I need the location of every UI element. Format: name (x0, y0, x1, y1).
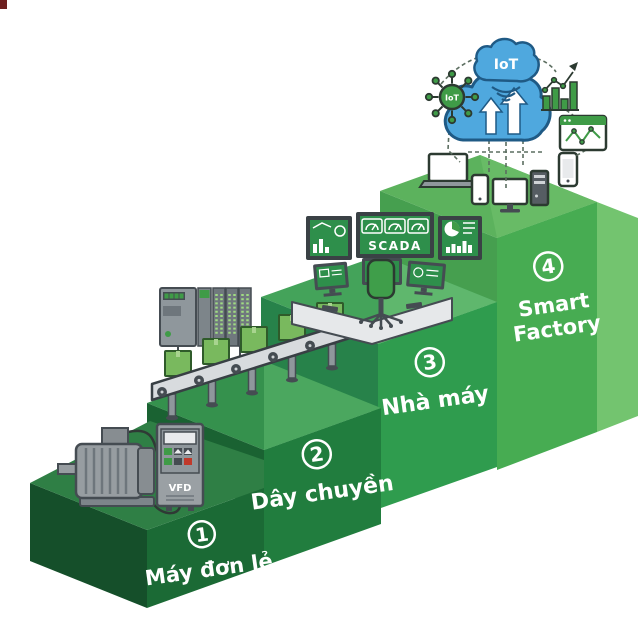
iot-cloud-label: IoT (494, 57, 519, 73)
step-4-number: 4 (540, 253, 557, 279)
step-4-right-face (597, 202, 638, 432)
iot-cloud-icon: IoT (473, 37, 540, 102)
smartphone-icon (470, 173, 490, 206)
step-1-left-face (30, 483, 147, 608)
step-2-front-face (264, 408, 381, 566)
laptop-icon (418, 152, 478, 188)
upload-arrow (478, 96, 504, 135)
vfd-vents (166, 495, 194, 501)
hub-spokes (432, 77, 472, 117)
step-3-number-circle (414, 346, 446, 378)
step-2-number-circle (301, 438, 333, 470)
step-4-number-circle (533, 251, 564, 282)
vfd-terminal (166, 506, 172, 511)
monitor-screen (360, 216, 430, 254)
motor-fins (84, 448, 128, 494)
step-1-number: 1 (194, 523, 210, 547)
window-header (560, 116, 606, 125)
electric-motor-icon (57, 427, 155, 507)
growth-chart-icon (541, 62, 579, 111)
plc-display (163, 306, 181, 316)
smart-factory-devices (418, 151, 579, 213)
scada-control-room-icon: SCADA (291, 212, 482, 345)
vfd-drive-icon: VFD (155, 422, 205, 511)
step-4-front-face (497, 202, 597, 470)
office-chair-icon (359, 258, 403, 330)
hub-label: IoT (445, 94, 459, 103)
scada-wall-monitor-right (438, 216, 482, 260)
iot-cloud-cluster: IoT IoT (424, 37, 608, 188)
desk-monitor-left (313, 261, 349, 297)
step-1-number-circle (187, 519, 217, 549)
desktop-monitor-icon (491, 177, 529, 213)
scada-wall-monitor-left (306, 216, 352, 260)
bar-chart-glyph (446, 241, 472, 253)
plc-psu-led (199, 290, 210, 298)
plc-leds (164, 293, 184, 299)
vfd-terminal (188, 506, 194, 511)
motor-end-cap (137, 447, 155, 495)
hub-circle (438, 83, 466, 111)
tablet-phone-icon (557, 151, 579, 188)
scada-gauges (361, 218, 429, 234)
scada-label: SCADA (368, 239, 421, 253)
motor-terminal-box (101, 427, 129, 446)
corner-artifact (0, 0, 7, 9)
scada-wall-monitor-center: SCADA (356, 212, 434, 258)
step-3-front-face (378, 302, 497, 509)
analytics-window-icon (558, 114, 608, 152)
motor-vfd-icon: VFD (57, 422, 205, 515)
signal-arcs (491, 86, 521, 102)
server-tower-icon (529, 169, 550, 207)
keyboard (321, 305, 339, 312)
plc-icon (159, 287, 252, 347)
vfd-label: VFD (169, 483, 192, 494)
vfd-display (163, 431, 197, 445)
keyboard (405, 302, 423, 309)
control-desk (291, 297, 453, 345)
vfd-buttons (164, 448, 192, 465)
plc-power-led (165, 331, 171, 337)
desk-monitor-right (406, 260, 446, 296)
hub-nodes (424, 69, 480, 125)
step-2-number: 2 (308, 441, 325, 467)
step-3-number: 3 (421, 349, 438, 375)
trend-arrowhead (569, 62, 578, 71)
iot-hub-icon: IoT (424, 69, 480, 125)
step-1-front-face (147, 488, 264, 608)
step-2-top-highlight (264, 361, 381, 450)
plc-led-strip (163, 292, 185, 300)
